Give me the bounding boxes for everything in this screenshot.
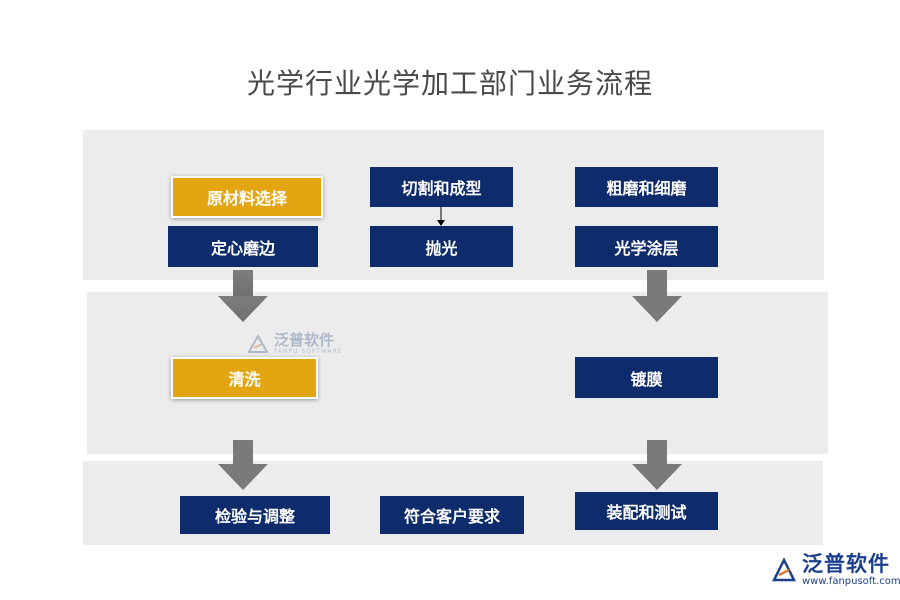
- down-arrow-icon: [632, 270, 682, 322]
- step-raw-material-label: 原材料选择: [206, 189, 287, 208]
- step-cutting-label: 切割和成型: [401, 179, 482, 198]
- step-film-plating-label: 镀膜: [630, 369, 663, 389]
- watermark-sub: FANPU SOFTWARE: [274, 348, 343, 355]
- brand-name: 泛普软件: [802, 552, 890, 576]
- step-cleaning-label: 清洗: [228, 370, 261, 389]
- step-assembly-label: 装配和测试: [606, 503, 687, 522]
- step-polishing: 抛光: [370, 226, 513, 267]
- step-polishing-label: 抛光: [425, 238, 458, 258]
- down-arrow-icon: [218, 270, 268, 322]
- step-requirements-label: 符合客户要求: [403, 507, 500, 526]
- step-coating: 光学涂层: [575, 226, 718, 267]
- step-cutting: 切割和成型: [370, 167, 513, 207]
- step-assembly: 装配和测试: [575, 492, 718, 530]
- step-cleaning: 清洗: [171, 357, 318, 399]
- step-raw-material: 原材料选择: [171, 176, 323, 218]
- watermark-name: 泛普软件: [274, 331, 335, 349]
- down-arrow-icon: [218, 440, 268, 490]
- brand-url: www.fanpusoft.com: [802, 576, 900, 587]
- step-requirements: 符合客户要求: [380, 496, 524, 534]
- step-inspection: 检验与调整: [180, 496, 330, 534]
- connector-arrow: [437, 207, 445, 226]
- step-grinding: 粗磨和细磨: [575, 167, 718, 207]
- step-film-plating: 镀膜: [575, 357, 718, 398]
- diagram-title: 光学行业光学加工部门业务流程: [246, 67, 653, 100]
- step-centering-label: 定心磨边: [210, 238, 275, 258]
- step-grinding-label: 粗磨和细磨: [606, 179, 687, 198]
- step-centering: 定心磨边: [168, 226, 318, 267]
- step-inspection-label: 检验与调整: [214, 507, 295, 526]
- fanpu-logo-icon: [771, 557, 797, 582]
- fanpu-logo-icon: [247, 333, 269, 353]
- step-coating-label: 光学涂层: [614, 238, 679, 258]
- down-arrow-icon: [632, 440, 682, 490]
- watermark: 泛普软件 FANPU SOFTWARE: [246, 332, 343, 356]
- brand-logo: 泛普软件 www.fanpusoft.com: [770, 552, 900, 588]
